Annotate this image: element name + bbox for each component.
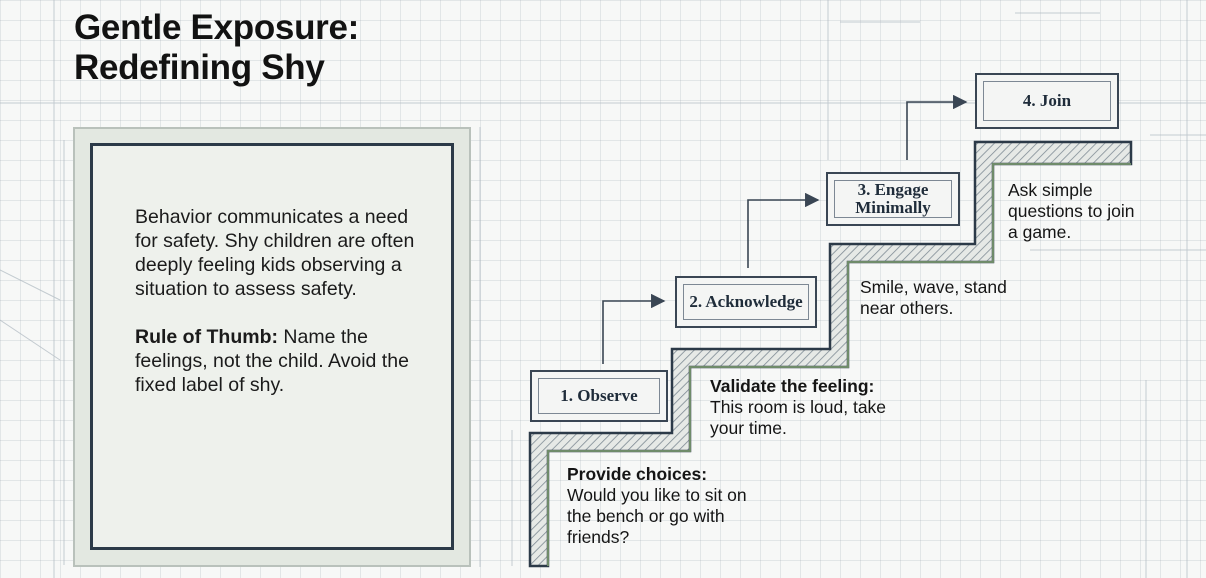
step-acknowledge-box: 2. Acknowledge: [675, 276, 817, 328]
note-validate-feeling: Validate the feeling: This room is loud,…: [710, 376, 890, 439]
info-card-frame: [90, 143, 454, 550]
title-line-1: Gentle Exposure:: [74, 8, 359, 47]
join-text: Ask simple questions to join a game.: [1008, 180, 1135, 242]
step-join-box: 4. Join: [975, 73, 1119, 129]
choices-heading: Provide choices:: [567, 464, 708, 484]
card-rule-of-thumb: Rule of Thumb: Name the feelings, not th…: [135, 325, 435, 397]
card-paragraph: Behavior communicates a need for safety.…: [135, 206, 415, 300]
note-join: Ask simple questions to join a game.: [1008, 180, 1138, 243]
rule-text: Name the feelings, not the child. Avoid …: [135, 326, 409, 396]
step-engage-box: 3. Engage Minimally: [826, 172, 960, 226]
choices-text: Would you like to sit on the bench or go…: [567, 485, 747, 547]
info-card-text: Behavior communicates a need for safety.…: [135, 205, 435, 397]
title-line-2: Redefining Shy: [74, 48, 325, 87]
step-observe-box: 1. Observe: [530, 370, 668, 422]
page-title: Gentle Exposure: Redefining Shy: [74, 8, 359, 88]
step-acknowledge-label: 2. Acknowledge: [689, 292, 803, 311]
note-provide-choices: Provide choices: Would you like to sit o…: [567, 464, 747, 548]
rule-heading: Rule of Thumb:: [135, 326, 278, 348]
note-engage: Smile, wave, stand near others.: [860, 277, 1025, 319]
validate-text: This room is loud, take your time.: [710, 397, 887, 438]
step-observe-label: 1. Observe: [560, 386, 638, 405]
engage-text: Smile, wave, stand near others.: [860, 277, 1007, 318]
step-engage-label: 3. Engage Minimally: [855, 180, 931, 217]
step-join-label: 4. Join: [1022, 91, 1072, 110]
validate-heading: Validate the feeling:: [710, 376, 875, 396]
